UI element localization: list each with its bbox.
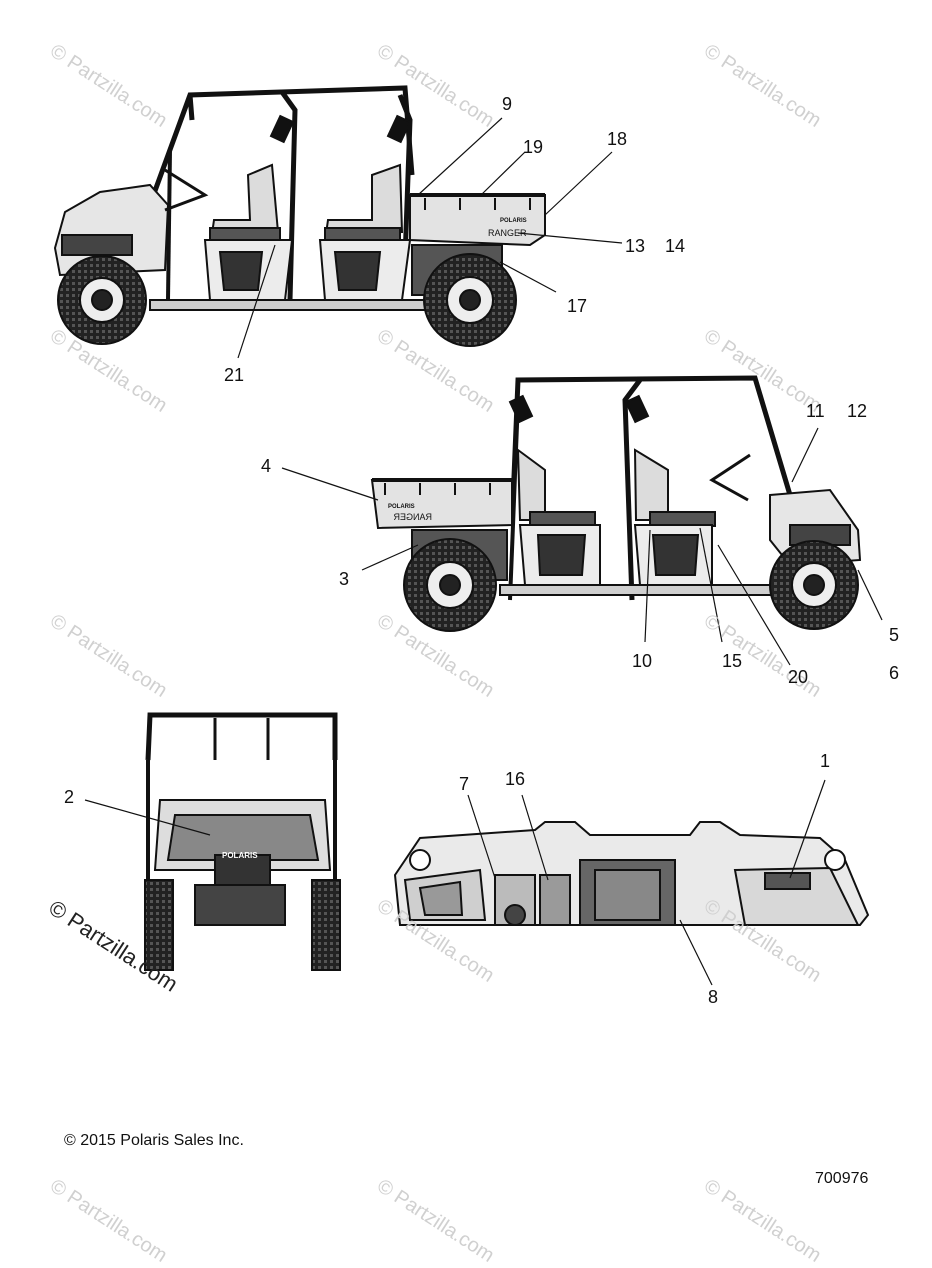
leader-lines-top — [237, 117, 623, 359]
callout-1: 1 — [820, 751, 831, 771]
callout-4: 4 — [261, 456, 272, 476]
leader-lines-middle — [281, 427, 883, 666]
callout-17: 17 — [567, 296, 588, 316]
callout-21: 21 — [224, 365, 245, 385]
callout-11: 11 — [806, 401, 825, 421]
callout-2: 2 — [64, 787, 75, 807]
vehicle-left-side-view — [53, 85, 546, 347]
leader-lines-dashboard — [467, 779, 826, 986]
front-grille-badge: POLARIS — [222, 851, 258, 860]
callout-6: 6 — [889, 663, 900, 683]
top-box-model-decal: RANGER — [488, 228, 527, 238]
mid-box-brand-decal: POLARIS — [388, 504, 415, 510]
dashboard-view — [393, 821, 870, 926]
callout-16: 16 — [505, 769, 526, 789]
callout-20: 20 — [788, 667, 809, 687]
callout-5: 5 — [889, 625, 900, 645]
diagram-number: 700976 — [815, 1170, 869, 1187]
callout-14: 14 — [665, 236, 686, 256]
callout-15: 15 — [722, 651, 743, 671]
callout-13: 13 — [625, 236, 646, 256]
copyright-notice: © 2015 Polaris Sales Inc. — [64, 1132, 244, 1149]
top-box-brand-decal: POLARIS — [500, 218, 527, 224]
vehicle-front-view — [144, 712, 341, 971]
callout-10: 10 — [632, 651, 653, 671]
callout-8: 8 — [708, 987, 719, 1007]
callout-7: 7 — [459, 774, 470, 794]
mid-box-model-decal: RANGER — [393, 512, 432, 522]
callout-3: 3 — [339, 569, 350, 589]
leader-lines-bottom-left — [84, 799, 211, 836]
vehicle-right-side-view — [370, 375, 862, 632]
callout-12: 12 — [847, 401, 868, 421]
callout-9: 9 — [502, 94, 513, 114]
callout-18: 18 — [607, 129, 628, 149]
callout-19: 19 — [523, 137, 544, 157]
parts-diagram-canvas: POLARIS RANGER — [53, 85, 883, 986]
